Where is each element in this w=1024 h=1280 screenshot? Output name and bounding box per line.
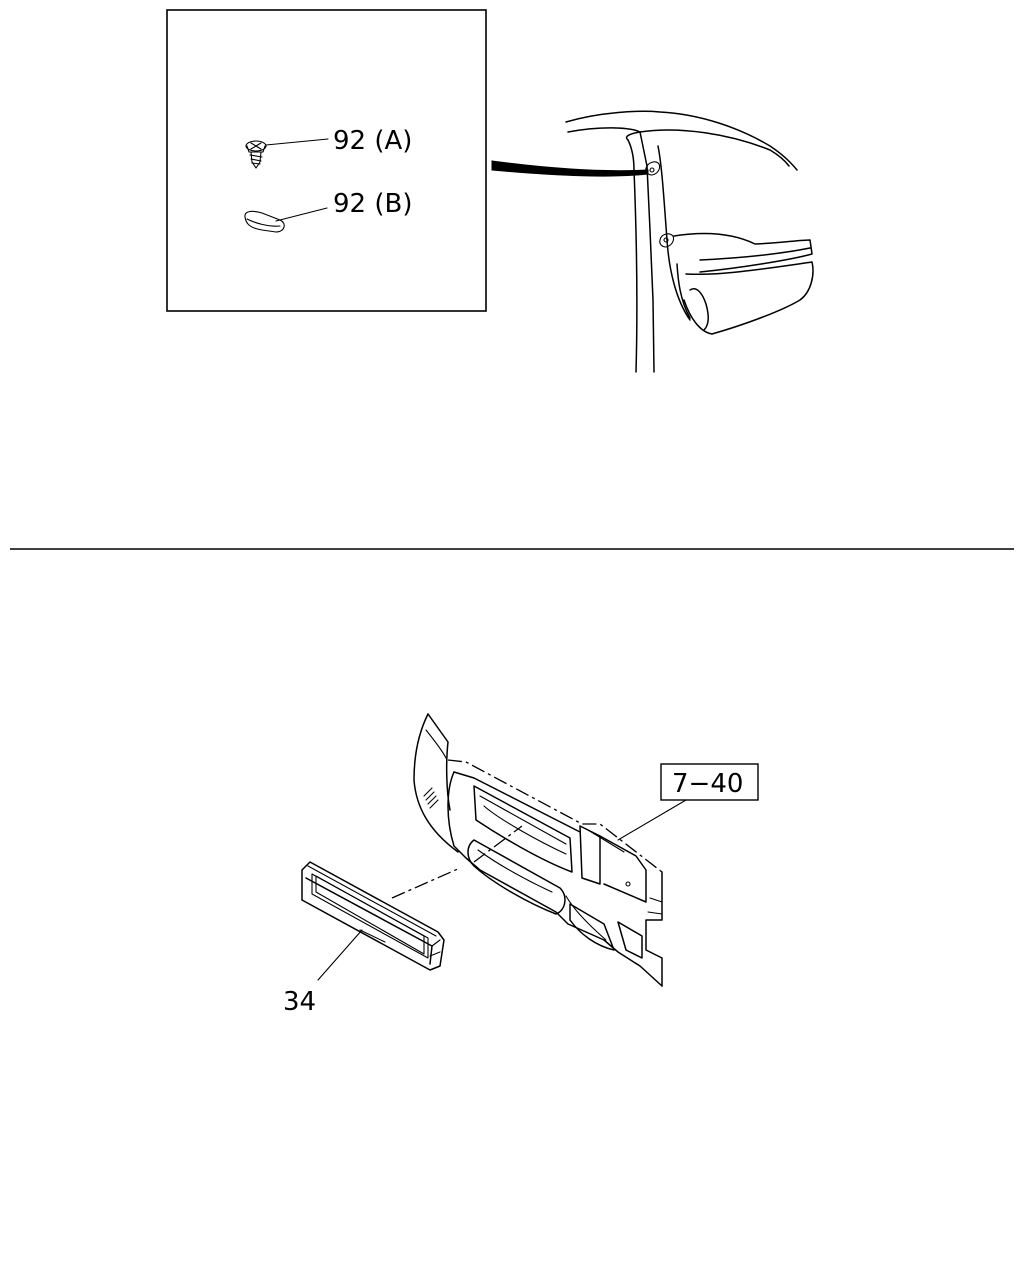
leader-line-92a	[265, 138, 329, 146]
plug-icon	[244, 210, 285, 233]
callout-92b: 92 (B)	[333, 189, 412, 219]
insert-plate-icon	[301, 861, 445, 971]
leader-line-92b	[275, 207, 328, 222]
instrument-panel-frame	[413, 713, 663, 987]
screw-icon	[245, 140, 267, 169]
cab-interior-drawing	[565, 110, 814, 373]
detail-pointer	[491, 160, 649, 177]
leader-line-34	[317, 929, 363, 981]
installation-line	[391, 825, 523, 899]
upper-view: 92 (A) 92 (B)	[166, 9, 814, 373]
callout-7-40: 7−40	[672, 769, 743, 799]
detail-box	[166, 9, 487, 312]
reference-callout-7-40: 7−40	[617, 763, 759, 841]
callout-34: 34	[283, 987, 316, 1017]
callout-92a: 92 (A)	[333, 126, 412, 156]
lower-view: 7−40 34	[283, 713, 759, 1017]
